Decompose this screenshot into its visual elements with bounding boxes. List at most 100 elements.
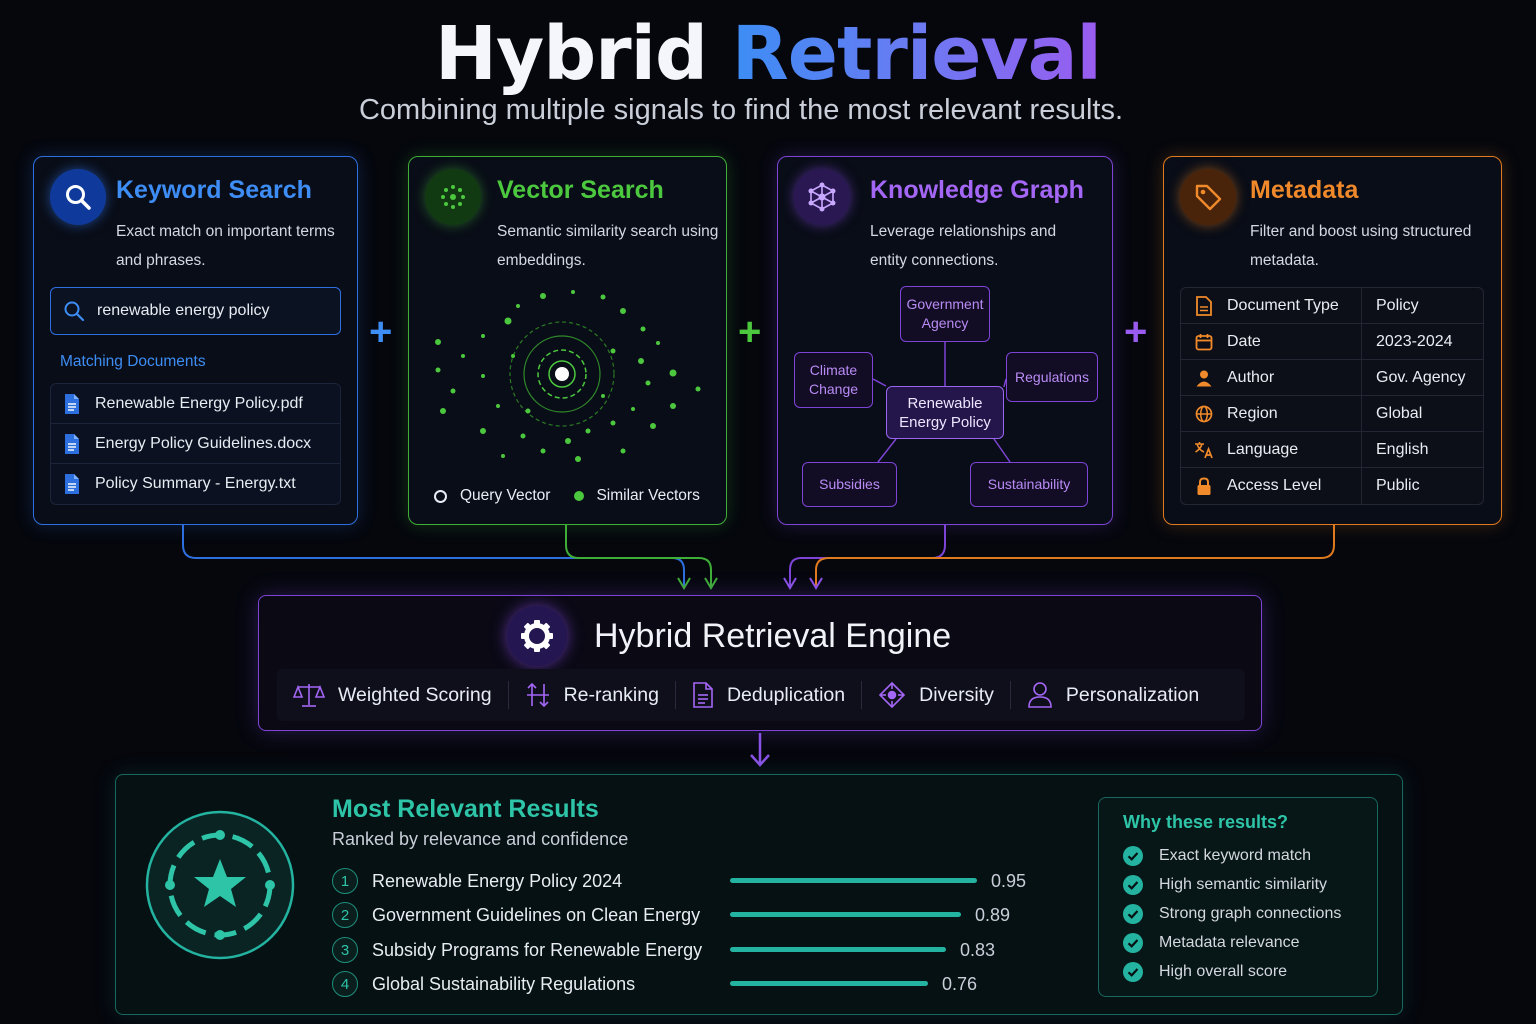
check-circle-icon bbox=[1123, 846, 1143, 866]
graph-node-regulations[interactable]: Regulations bbox=[1006, 352, 1098, 402]
metadata-row[interactable]: Region Global bbox=[1181, 395, 1483, 432]
node-label: Government bbox=[906, 296, 984, 312]
document-name: Energy Policy Guidelines.docx bbox=[95, 434, 312, 452]
document-item[interactable]: Renewable Energy Policy.pdf bbox=[51, 384, 340, 424]
document-item[interactable]: Policy Summary - Energy.txt bbox=[51, 464, 340, 504]
keyword-query-input[interactable]: renewable energy policy bbox=[50, 287, 341, 335]
metadata-desc-line2: metadata. bbox=[1250, 252, 1319, 269]
vector-desc-line1: Semantic similarity search using bbox=[497, 223, 719, 240]
document-name: Policy Summary - Energy.txt bbox=[95, 475, 296, 492]
metadata-table: Document Type Policy Date 2023-2024 Auth… bbox=[1180, 287, 1484, 505]
feature-diversity[interactable]: Diversity bbox=[862, 669, 1010, 721]
feature-weighted-scoring[interactable]: Weighted Scoring bbox=[277, 669, 508, 721]
feature-divider bbox=[674, 681, 676, 709]
lock-icon bbox=[1181, 476, 1227, 496]
score-bar bbox=[730, 981, 980, 986]
graph-node-sustainability[interactable]: Sustainability bbox=[970, 462, 1088, 507]
star-badge-icon bbox=[145, 810, 295, 960]
metadata-row[interactable]: Language English bbox=[1181, 431, 1483, 468]
score-value: 0.83 bbox=[960, 940, 996, 960]
why-title: Why these results? bbox=[1123, 812, 1289, 832]
keyword-desc-line2: and phrases. bbox=[116, 252, 206, 269]
globe-icon bbox=[1181, 405, 1227, 423]
result-title: Subsidy Programs for Renewable Energy bbox=[372, 939, 703, 960]
graph-node-subsidies[interactable]: Subsidies bbox=[802, 462, 897, 507]
page-subtitle: Combining multiple signals to find the m… bbox=[358, 94, 1124, 126]
result-row[interactable]: 3 Subsidy Programs for Renewable Energy … bbox=[332, 936, 995, 964]
feature-divider bbox=[861, 681, 863, 709]
knowledge-graph-card: Knowledge Graph Leverage relationships a… bbox=[777, 156, 1113, 525]
metadata-row[interactable]: Document Type Policy bbox=[1181, 287, 1483, 324]
node-label: Regulations bbox=[1015, 368, 1089, 385]
why-these-results-panel: Why these results? Exact keyword match H… bbox=[1098, 797, 1378, 997]
rank-badge: 2 bbox=[332, 902, 358, 928]
score-bar bbox=[730, 947, 980, 952]
legend-similar-vectors: Similar Vectors bbox=[596, 487, 700, 504]
metadata-row[interactable]: Access Level Public bbox=[1181, 468, 1483, 504]
metadata-key: Author bbox=[1227, 368, 1275, 386]
score-bar-fill bbox=[730, 947, 946, 952]
knowledge-graph-title: Knowledge Graph bbox=[870, 176, 1084, 204]
score-value: 0.89 bbox=[975, 905, 1011, 925]
score-bar-fill bbox=[730, 912, 961, 917]
keyword-search-desc: Exact match on important terms and phras… bbox=[116, 217, 335, 275]
node-label: Subsidies bbox=[819, 476, 880, 492]
column-divider bbox=[1361, 431, 1362, 468]
user-icon bbox=[1028, 682, 1052, 708]
knowledge-graph-desc: Leverage relationships and entity connec… bbox=[870, 217, 1056, 275]
score-bar bbox=[730, 878, 980, 883]
feature-label: Weighted Scoring bbox=[338, 683, 492, 706]
graph-desc-line2: entity connections. bbox=[870, 252, 999, 269]
result-row[interactable]: 1 Renewable Energy Policy 2024 0.95 bbox=[332, 867, 1026, 895]
tag-icon bbox=[1180, 169, 1236, 225]
translate-icon bbox=[1181, 441, 1227, 459]
vector-legend: Query Vector Similar Vectors bbox=[434, 487, 700, 505]
result-title: Government Guidelines on Clean Energy bbox=[372, 904, 701, 925]
results-title: Most Relevant Results bbox=[332, 795, 599, 823]
plus-operator: + bbox=[1124, 310, 1148, 354]
result-row[interactable]: 4 Global Sustainability Regulations 0.76 bbox=[332, 970, 977, 998]
rank-badge: 1 bbox=[332, 868, 358, 894]
reason-item: Metadata relevance bbox=[1123, 933, 1300, 953]
feature-personalization[interactable]: Personalization bbox=[1011, 669, 1215, 721]
diversity-icon bbox=[878, 681, 906, 709]
matching-documents-label: Matching Documents bbox=[60, 353, 206, 370]
feature-divider bbox=[507, 681, 509, 709]
reason-item: Exact keyword match bbox=[1123, 846, 1311, 866]
title-part-retrieval: Retrieval bbox=[731, 11, 1102, 97]
reason-text: Exact keyword match bbox=[1159, 847, 1312, 864]
metadata-value: Policy bbox=[1376, 296, 1419, 314]
score-bar-fill bbox=[730, 878, 977, 883]
document-icon bbox=[65, 474, 79, 494]
feature-label: Deduplication bbox=[726, 683, 846, 706]
graph-desc-line1: Leverage relationships and bbox=[870, 223, 1057, 240]
feature-deduplication[interactable]: Deduplication bbox=[676, 669, 861, 721]
document-name: Renewable Energy Policy.pdf bbox=[95, 394, 303, 412]
vector-search-title: Vector Search bbox=[497, 176, 664, 204]
metadata-row[interactable]: Date 2023-2024 bbox=[1181, 323, 1483, 360]
re-rank-arrows-icon bbox=[526, 682, 549, 708]
feature-re-ranking[interactable]: Re-ranking bbox=[509, 669, 675, 721]
metadata-value: Public bbox=[1376, 477, 1420, 494]
reason-text: High overall score bbox=[1159, 963, 1288, 980]
result-row[interactable]: 2 Government Guidelines on Clean Energy … bbox=[332, 901, 1010, 929]
similar-vector-marker bbox=[574, 491, 585, 501]
feature-divider bbox=[1009, 681, 1011, 709]
result-title: Renewable Energy Policy 2024 bbox=[372, 870, 623, 891]
metadata-row[interactable]: Author Gov. Agency bbox=[1181, 359, 1483, 396]
check-circle-icon bbox=[1123, 962, 1143, 982]
document-item[interactable]: Energy Policy Guidelines.docx bbox=[51, 424, 340, 464]
vector-icon bbox=[425, 169, 481, 225]
score-bar-fill bbox=[730, 981, 928, 986]
column-divider bbox=[1361, 323, 1362, 360]
metadata-key: Date bbox=[1227, 332, 1261, 350]
rank-badge: 4 bbox=[332, 971, 358, 997]
metadata-card: Metadata Filter and boost using structur… bbox=[1163, 156, 1502, 525]
reason-item: High overall score bbox=[1123, 962, 1287, 982]
metadata-value: Gov. Agency bbox=[1376, 368, 1466, 386]
graph-network-icon bbox=[794, 169, 850, 225]
